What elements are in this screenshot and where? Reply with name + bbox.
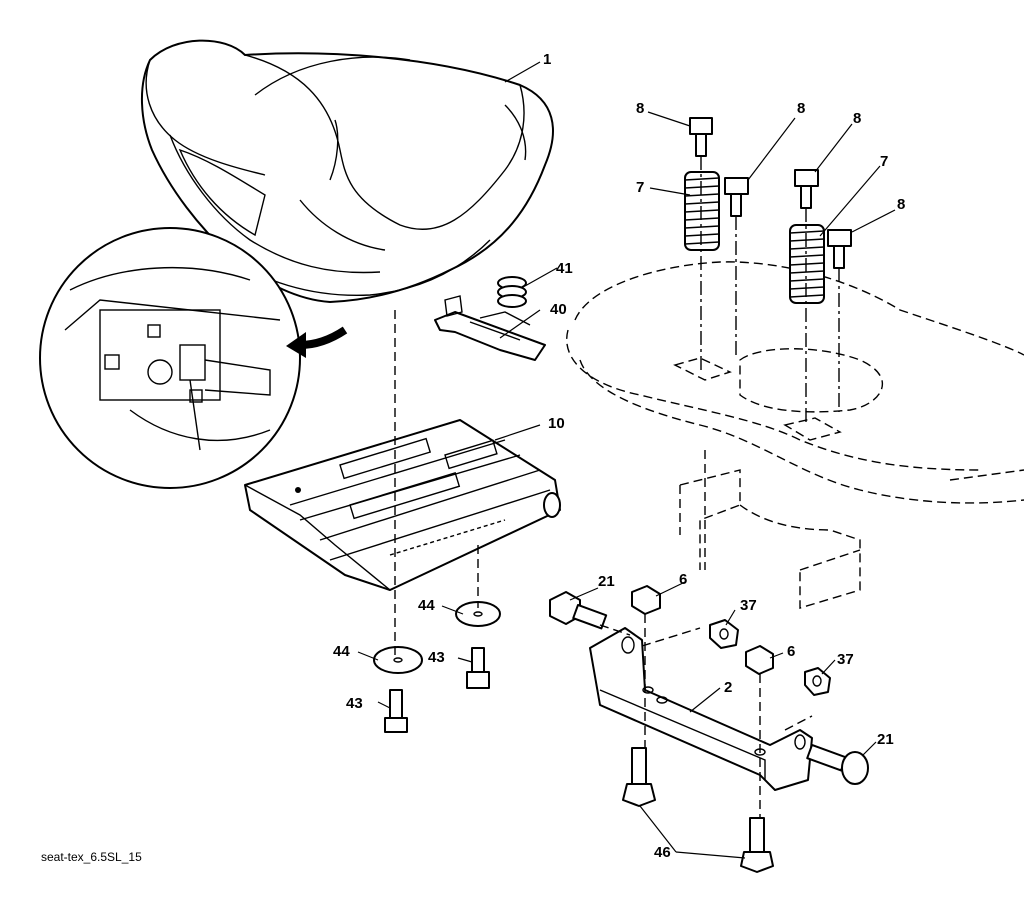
bracket-2 xyxy=(589,627,813,791)
mounting-bracket-outline xyxy=(679,469,861,609)
bolt-43-upper xyxy=(466,647,490,689)
callout-40: 40 xyxy=(550,301,567,318)
callout-41: 41 xyxy=(556,260,573,277)
spring-7-right xyxy=(789,224,825,304)
assembly-lines xyxy=(394,156,840,818)
callout-37-b: 37 xyxy=(837,651,854,668)
detail-view-circle xyxy=(39,227,301,489)
bolt-46-left xyxy=(622,747,656,807)
nut-37-lower xyxy=(804,667,831,696)
seat-pan xyxy=(244,419,561,591)
bolt-8-d xyxy=(827,229,852,269)
bolt-21-right xyxy=(806,744,869,785)
bolt-8-a xyxy=(689,117,713,157)
callout-46: 46 xyxy=(654,844,671,861)
nut-6-upper xyxy=(631,585,661,615)
callout-21-b: 21 xyxy=(877,731,894,748)
callout-8-a: 8 xyxy=(636,100,644,117)
bolt-43-lower xyxy=(384,689,408,733)
bolt-8-b xyxy=(724,177,749,217)
bolt-21-left xyxy=(549,591,608,630)
diagram-caption: seat-tex_6.5SL_15 xyxy=(41,850,142,864)
callout-6-a: 6 xyxy=(679,571,687,588)
callout-labels: 1 8 8 8 8 7 7 41 40 10 44 44 43 43 21 6 … xyxy=(333,51,905,861)
callout-7-b: 7 xyxy=(880,153,888,170)
callout-2: 2 xyxy=(724,679,732,696)
callout-44-a: 44 xyxy=(418,597,435,614)
callout-8-c: 8 xyxy=(853,110,861,127)
bolt-46-right xyxy=(740,817,774,873)
clip-40 xyxy=(434,295,546,361)
callout-21-a: 21 xyxy=(598,573,615,590)
curved-arrow-icon xyxy=(286,326,348,358)
callout-8-b: 8 xyxy=(797,100,805,117)
callout-43-a: 43 xyxy=(428,649,445,666)
callout-8-d: 8 xyxy=(897,196,905,213)
bolt-8-c xyxy=(794,169,819,209)
spring-7-left xyxy=(684,171,720,251)
seat xyxy=(141,39,554,303)
spring-41 xyxy=(497,276,527,308)
washer-44-lower xyxy=(373,646,423,674)
leader-lines xyxy=(357,61,896,859)
nut-37-upper xyxy=(709,619,739,649)
nut-6-lower xyxy=(745,645,774,675)
callout-44-b: 44 xyxy=(333,643,350,660)
callout-10: 10 xyxy=(548,415,565,432)
fender-outline xyxy=(566,261,1024,504)
callout-43-b: 43 xyxy=(346,695,363,712)
callout-7-a: 7 xyxy=(636,179,644,196)
callout-1: 1 xyxy=(543,51,551,68)
callout-37-a: 37 xyxy=(740,597,757,614)
callout-6-b: 6 xyxy=(787,643,795,660)
